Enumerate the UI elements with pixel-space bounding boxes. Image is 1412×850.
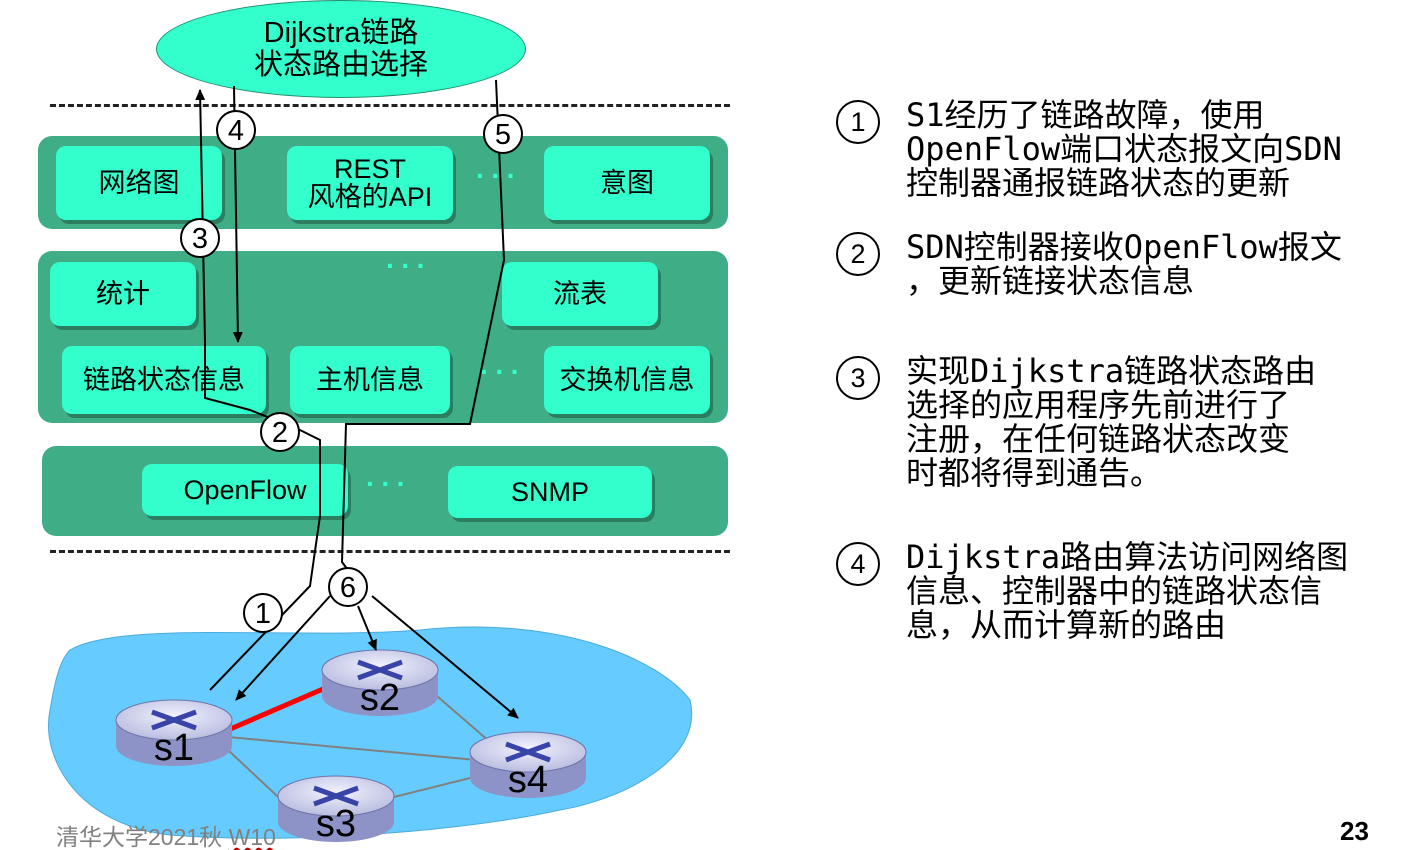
- dijkstra-app-line2: 状态路由选择: [253, 49, 428, 81]
- rest-api-box: REST 风格的API: [287, 146, 453, 220]
- step-marker-4: 4: [216, 110, 256, 150]
- statistics-box: 统计: [50, 262, 196, 326]
- step-marker-1: 1: [243, 593, 283, 633]
- dashed-separator-top: [50, 104, 730, 107]
- step-marker-2-label: 2: [272, 417, 288, 449]
- description-item-4: 4 Dijkstra路由算法访问网络图 信息、控制器中的链路状态信 息，从而计算…: [836, 540, 1396, 642]
- dashed-separator-bottom: [50, 550, 730, 553]
- footer-course-name: 清华大学2021秋: [56, 824, 229, 850]
- router-s1: s1: [115, 699, 233, 769]
- flow-path-5: [340, 79, 506, 571]
- host-info-box: 主机信息: [290, 346, 450, 414]
- northbound-ellipsis: ···: [476, 160, 522, 191]
- router-s2-label: s2: [360, 677, 400, 719]
- footer-course: 清华大学2021秋 W10: [56, 818, 276, 850]
- controller-ellipsis-bottom: ···: [480, 356, 526, 387]
- dijkstra-app-line1: Dijkstra链路: [263, 17, 419, 49]
- description-item-4-text: Dijkstra路由算法访问网络图 信息、控制器中的链路状态信 息，从而计算新的…: [906, 538, 1349, 644]
- step-marker-3-label: 3: [192, 223, 208, 255]
- step-descriptions: 1 S1经历了链路故障，使用 OpenFlow端口状态报文向SDN 控制器通报链…: [836, 98, 1396, 642]
- description-item-3-text: 实现Dijkstra链路状态路由 选择的应用程序先前进行了 注册，在任何链路状态…: [906, 352, 1317, 492]
- link-s1-s4: [217, 735, 477, 761]
- link-state-info-box: 链路状态信息: [62, 346, 266, 414]
- flow-arrow-6-s2: [357, 605, 377, 651]
- step-marker-2: 2: [260, 412, 300, 452]
- step-marker-6: 6: [328, 567, 368, 607]
- flow-arrow-6-s4: [371, 595, 519, 719]
- snmp-box: SNMP: [448, 466, 652, 518]
- step-marker-1-label: 1: [255, 598, 271, 630]
- step-marker-4-label: 4: [228, 115, 244, 147]
- step-marker-6-label: 6: [340, 572, 356, 604]
- step-marker-3: 3: [180, 218, 220, 258]
- flow-path-1-2-3: [195, 89, 321, 691]
- description-item-1: 1 S1经历了链路故障，使用 OpenFlow端口状态报文向SDN 控制器通报链…: [836, 98, 1396, 200]
- description-item-1-text: S1经历了链路故障，使用 OpenFlow端口状态报文向SDN 控制器通报链路状…: [906, 96, 1342, 202]
- description-item-2: 2 SDN控制器接收OpenFlow报文 ，更新链接状态信息: [836, 230, 1396, 298]
- failed-link-s1-s2: [227, 683, 331, 733]
- description-item-3: 3 实现Dijkstra链路状态路由 选择的应用程序先前进行了 注册，在任何链路…: [836, 354, 1396, 490]
- southbound-ellipsis: ···: [366, 468, 412, 499]
- description-item-3-number: 3: [836, 356, 880, 400]
- description-item-1-number: 1: [836, 100, 880, 144]
- page-number: 23: [1340, 816, 1369, 846]
- step-marker-5: 5: [483, 114, 523, 154]
- dijkstra-app-oval: Dijkstra链路 状态路由选择: [156, 0, 526, 98]
- openflow-box: OpenFlow: [142, 464, 348, 516]
- router-s4: s4: [469, 731, 587, 801]
- router-s2: s2: [321, 649, 439, 719]
- rest-api-line1: REST: [333, 154, 406, 184]
- router-s1-label: s1: [154, 727, 194, 769]
- rest-api-line2: 风格的API: [307, 182, 433, 212]
- router-s4-label: s4: [508, 759, 548, 801]
- router-s3-label: s3: [316, 803, 356, 845]
- footer-week: W10: [228, 824, 276, 850]
- description-item-4-number: 4: [836, 542, 880, 586]
- step-marker-5-label: 5: [495, 119, 511, 151]
- flow-arrow-6-s1: [235, 595, 331, 701]
- router-s3: s3: [277, 775, 395, 845]
- description-item-2-text: SDN控制器接收OpenFlow报文 ，更新链接状态信息: [906, 228, 1342, 300]
- flow-table-box: 流表: [502, 262, 658, 326]
- network-graph-box: 网络图: [56, 146, 222, 220]
- switch-info-box: 交换机信息: [544, 346, 710, 414]
- intent-box: 意图: [544, 146, 710, 220]
- link-s3-s4: [381, 775, 479, 801]
- link-s2-s4: [429, 689, 491, 743]
- controller-ellipsis-top: ···: [386, 250, 432, 281]
- description-item-2-number: 2: [836, 232, 880, 276]
